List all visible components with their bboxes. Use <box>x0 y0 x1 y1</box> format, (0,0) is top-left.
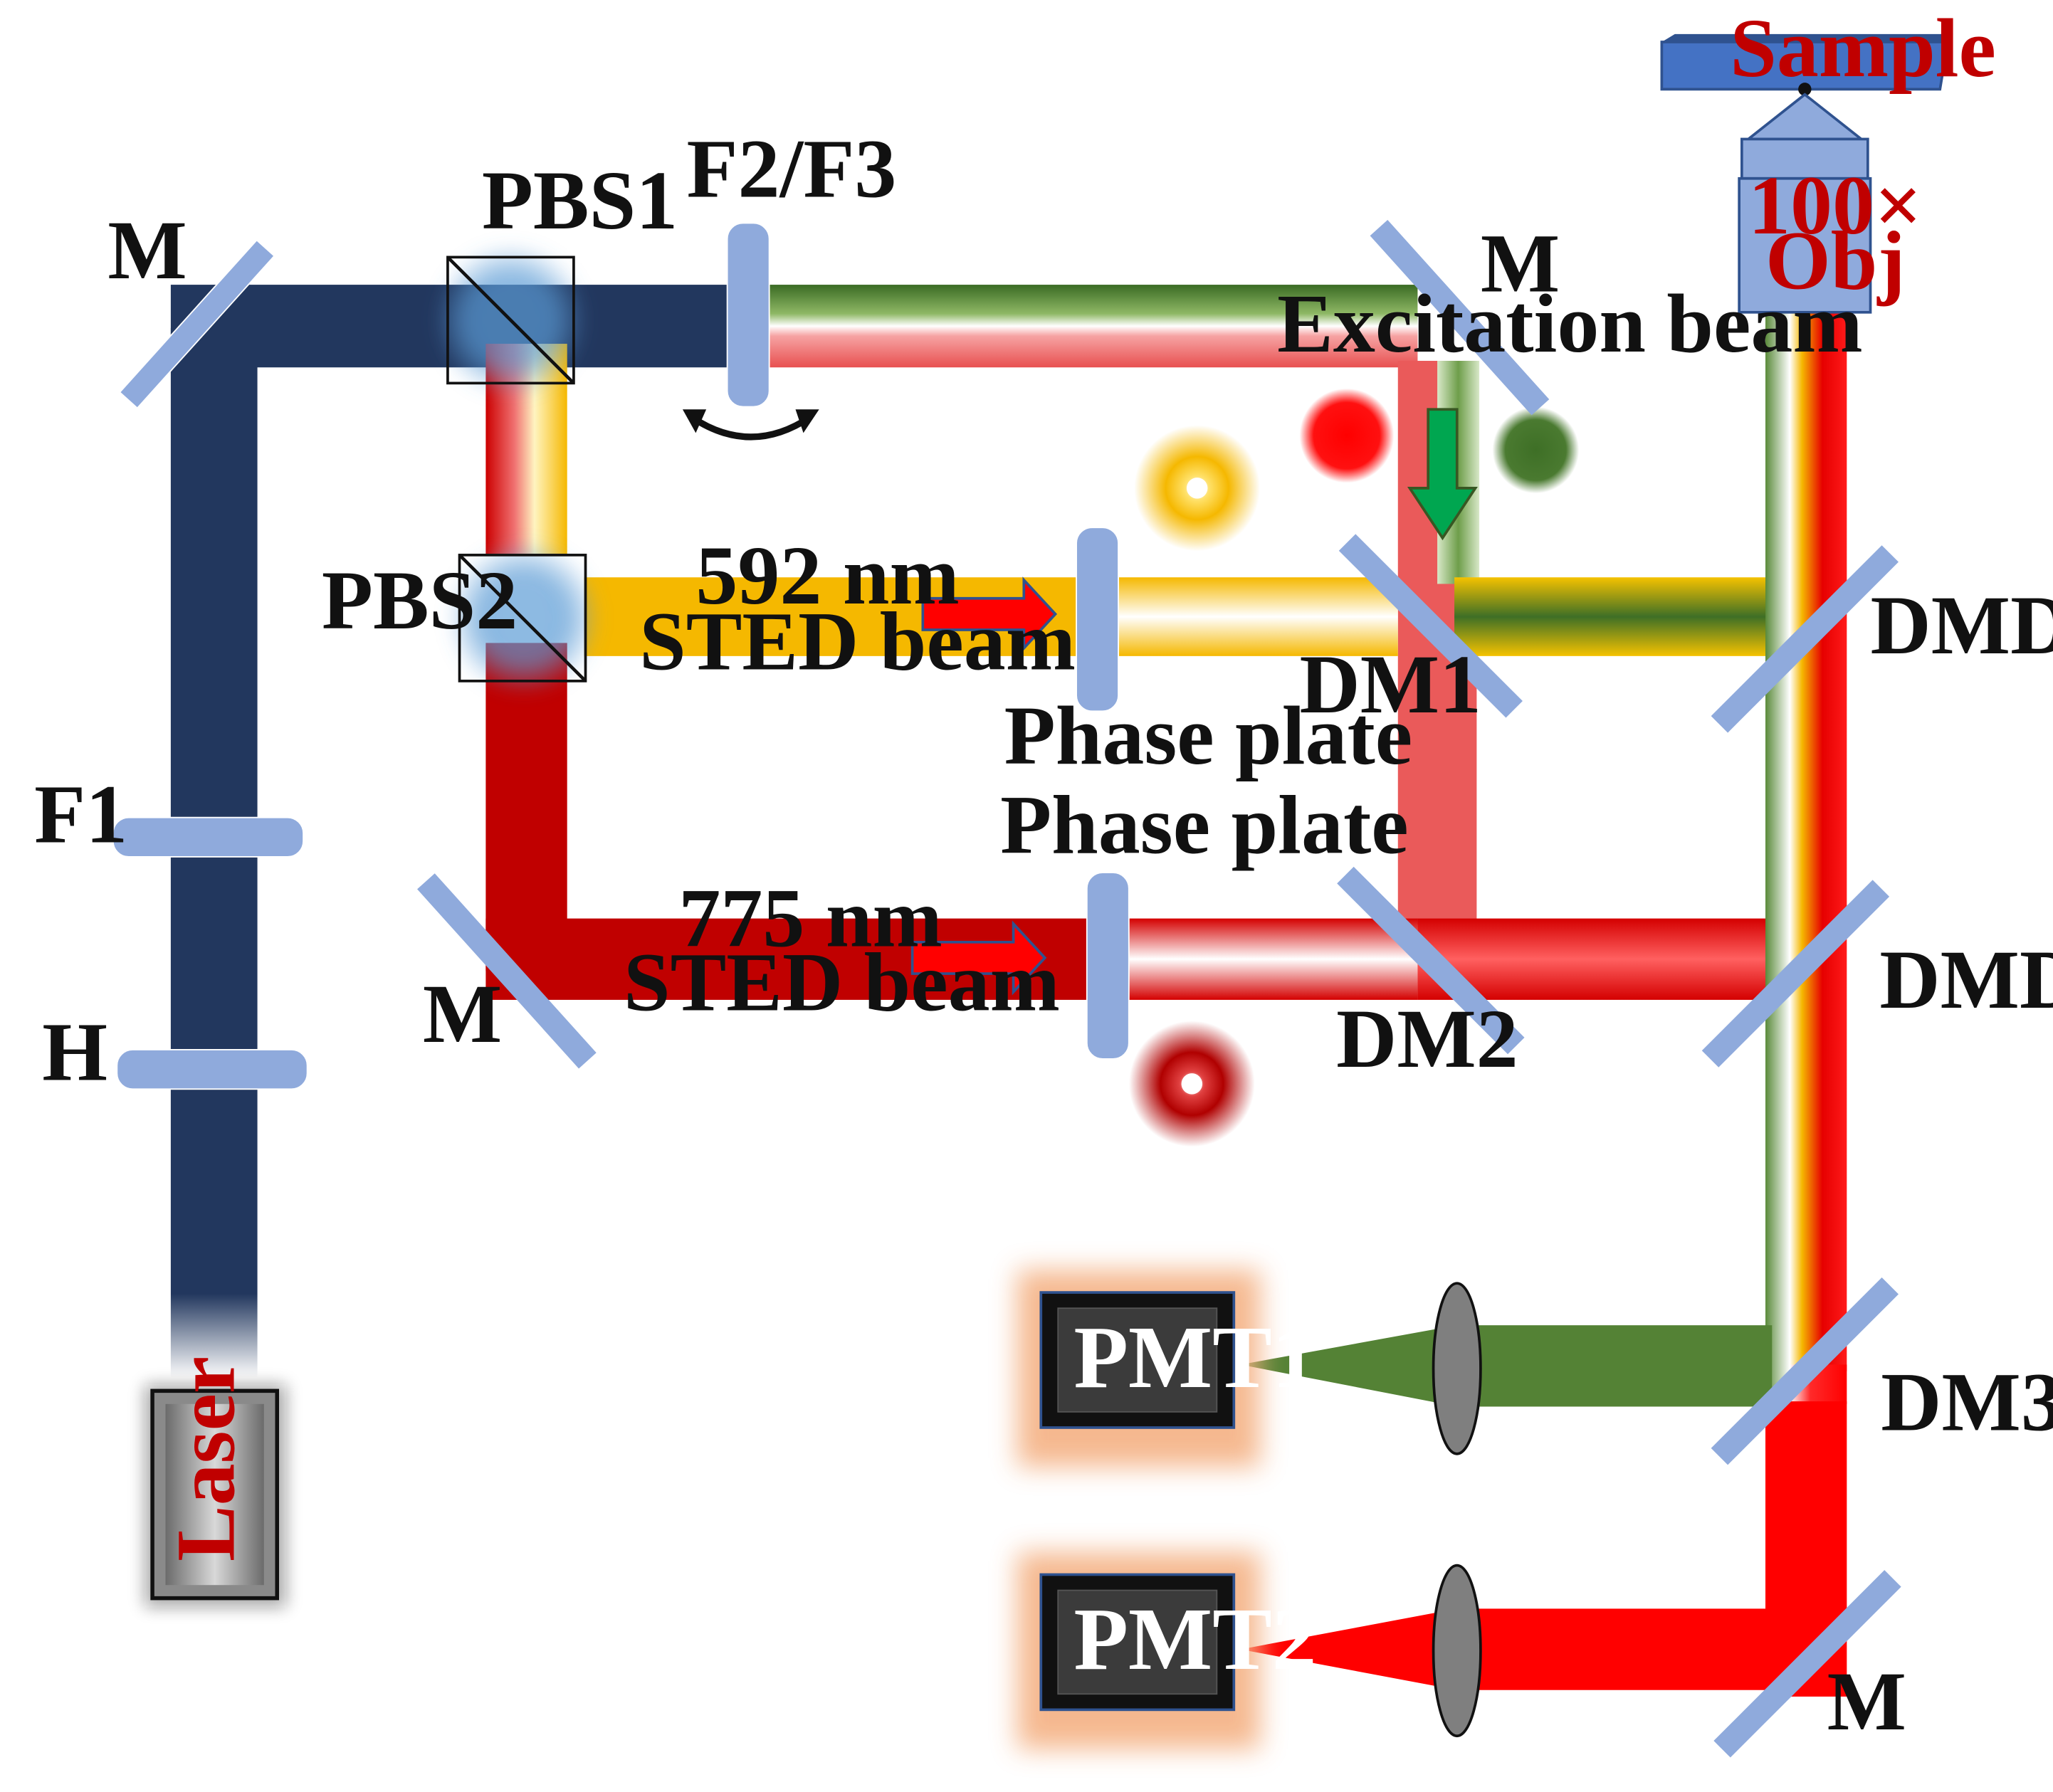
sted592-direction-arrow-icon <box>921 576 1058 652</box>
mirror-top-left <box>118 239 275 409</box>
label-mirror-top-right: M <box>1481 216 1560 310</box>
label-mirror-top-left: M <box>107 204 187 297</box>
dmd2-mirror <box>1711 545 1899 733</box>
combined-beam-dm1-dmd2 <box>1454 577 1770 656</box>
label-phase-plate-1: Phase plate <box>1004 689 1413 782</box>
label-objective: Obj <box>1765 214 1906 307</box>
combined-beam-dm2-dmd1 <box>1417 918 1773 1000</box>
label-f2f3: F2/F3 <box>686 122 896 216</box>
label-laser: Laser <box>159 1356 252 1561</box>
label-775nm: 775 nm <box>678 871 942 964</box>
label-objective-magnification: 100× <box>1748 159 1922 252</box>
label-f1: F1 <box>34 768 127 861</box>
sted775-vertical-beam <box>485 643 567 971</box>
phase-plate-775 <box>1086 872 1130 1060</box>
label-dm2: DM2 <box>1336 992 1518 1085</box>
label-dm3: DM3 <box>1881 1356 2053 1449</box>
label-dm1: DM1 <box>1299 638 1481 731</box>
label-mirror-bottom-right: M <box>1827 1655 1906 1748</box>
h-waveplate <box>116 1049 308 1090</box>
label-excitation-beam: Excitation beam <box>1277 277 1863 370</box>
label-pmt1: PMT1 <box>1073 1308 1316 1407</box>
label-dmd1: DMD1 <box>1879 933 2053 1026</box>
objective-lens-body <box>1738 176 1872 314</box>
pbs1-cube <box>446 255 575 385</box>
pmt2-detection-beam <box>1456 1608 1818 1690</box>
label-pbs1: PBS1 <box>482 154 678 247</box>
pbs2-cube <box>458 554 587 682</box>
label-592nm: 592 nm <box>695 529 959 622</box>
focal-point <box>1798 83 1812 96</box>
pmt1-detection-beam <box>1456 1325 1773 1407</box>
objective-vertical-beam <box>1765 308 1847 1371</box>
sted592-beam-after-phase-plate <box>1115 577 1398 656</box>
pmt-detectors <box>1017 1270 1261 1749</box>
beam-profiles <box>1128 388 1580 1147</box>
label-mirror-mid-left: M <box>423 967 502 1060</box>
excitation-arrow-icon <box>1407 408 1478 541</box>
pmt2-focused-beam <box>1240 1608 1457 1690</box>
dm2-mirror <box>1337 866 1525 1055</box>
objective-tip <box>1744 93 1865 141</box>
dm3-mirror <box>1711 1277 1899 1465</box>
pmt1-focused-beam <box>1240 1325 1457 1407</box>
sted775-beam-after-phase-plate <box>1128 918 1418 1000</box>
objective-assembly <box>1660 33 1953 314</box>
label-pmt2: PMT2 <box>1073 1590 1316 1689</box>
dmd1-mirror <box>1701 880 1890 1068</box>
label-592-sted-beam: STED beam <box>639 594 1076 687</box>
label-pbs2: PBS2 <box>322 554 518 647</box>
phase-plate-592 <box>1076 527 1119 712</box>
dm1-mirror <box>1338 534 1523 718</box>
label-phase-plate-2: Phase plate <box>1000 778 1409 871</box>
green-gaussian-profile <box>1492 406 1580 494</box>
sted775-direction-arrow-icon <box>910 920 1047 996</box>
label-h: H <box>42 1005 107 1098</box>
mirror-top-right <box>1370 220 1550 416</box>
mirror-bottom-right <box>1713 1570 1901 1758</box>
label-dmd2: DMD2 <box>1871 579 2053 672</box>
labels: M PBS1 F2/F3 M Excitation beam PBS2 592 … <box>34 1 2053 1748</box>
laser-source <box>145 1384 287 1608</box>
f1-filter <box>112 816 305 858</box>
pmt1-lens <box>1432 1282 1482 1455</box>
rotation-arrow-icon <box>690 414 812 441</box>
label-sample: Sample <box>1730 1 1996 95</box>
red-gaussian-profile <box>1299 388 1395 483</box>
top-beam-green-red <box>767 285 1418 368</box>
optics <box>112 220 1901 1758</box>
label-775-sted-beam: STED beam <box>624 936 1060 1029</box>
pmt2-lens <box>1432 1564 1482 1738</box>
f2f3-filter <box>726 222 770 408</box>
mirror-mid-left <box>417 873 597 1069</box>
